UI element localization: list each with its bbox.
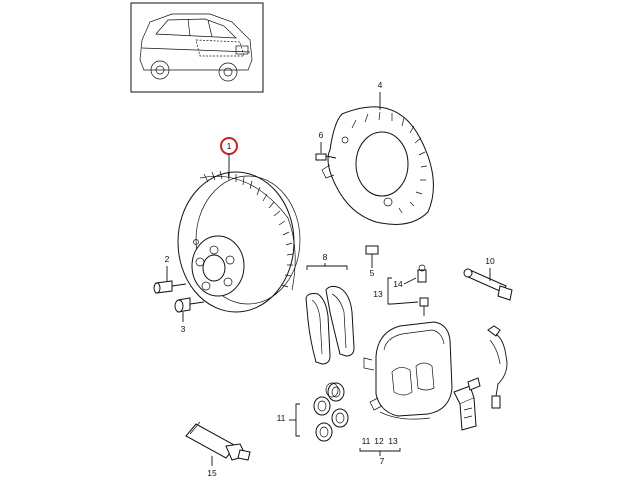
suv-thumbnail-icon (139, 13, 253, 82)
disc-screw[interactable] (153, 280, 187, 294)
svg-text:14: 14 (393, 279, 403, 289)
svg-text:6: 6 (319, 130, 324, 140)
wheel-bolt[interactable] (174, 297, 205, 313)
svg-text:12: 12 (374, 436, 384, 446)
svg-text:1: 1 (227, 141, 232, 151)
piston-seals[interactable] (313, 382, 349, 442)
callout-15: 15 (207, 456, 217, 478)
svg-text:8: 8 (323, 252, 328, 262)
brake-disc[interactable] (177, 170, 301, 313)
callout-7: 11 12 13 7 (359, 436, 401, 466)
callout-14: 14 (393, 277, 417, 289)
svg-text:11: 11 (277, 413, 286, 423)
pad-retaining-clips[interactable] (453, 377, 481, 431)
bleeder-cap[interactable] (419, 297, 429, 316)
callout-6: 6 (319, 130, 324, 153)
brake-pad-inner[interactable] (305, 293, 331, 365)
dust-shield[interactable] (321, 106, 434, 225)
callout-8: 8 (306, 252, 348, 270)
caliper-bolt[interactable] (463, 268, 513, 301)
brake-caliper[interactable] (363, 321, 453, 420)
grease-tube[interactable] (185, 421, 251, 461)
callout-1[interactable]: 1 (220, 137, 238, 178)
svg-text:2: 2 (165, 254, 170, 264)
callout-4: 4 (378, 80, 383, 110)
svg-text:10: 10 (485, 256, 495, 266)
bleeder-valve[interactable] (417, 264, 427, 283)
svg-text:13: 13 (373, 289, 383, 299)
callout-10: 10 (485, 256, 495, 281)
svg-text:5: 5 (370, 268, 375, 278)
shield-screw-upper[interactable] (315, 153, 337, 161)
svg-text:15: 15 (207, 468, 217, 478)
svg-text:13: 13 (388, 436, 398, 446)
wear-sensor[interactable] (487, 325, 508, 409)
callout-13: 13 (373, 277, 419, 305)
vehicle-thumbnail[interactable] (130, 2, 264, 93)
callout-11: 11 (277, 403, 300, 437)
brake-pad-outer[interactable] (325, 285, 355, 357)
callout-2: 2 (165, 254, 170, 281)
shield-screw-lower[interactable] (365, 245, 379, 262)
svg-text:4: 4 (378, 80, 383, 90)
svg-text:7: 7 (380, 456, 385, 466)
callout-3: 3 (181, 312, 186, 334)
svg-text:3: 3 (181, 324, 186, 334)
callout-5: 5 (370, 262, 375, 278)
svg-text:11: 11 (362, 436, 371, 446)
